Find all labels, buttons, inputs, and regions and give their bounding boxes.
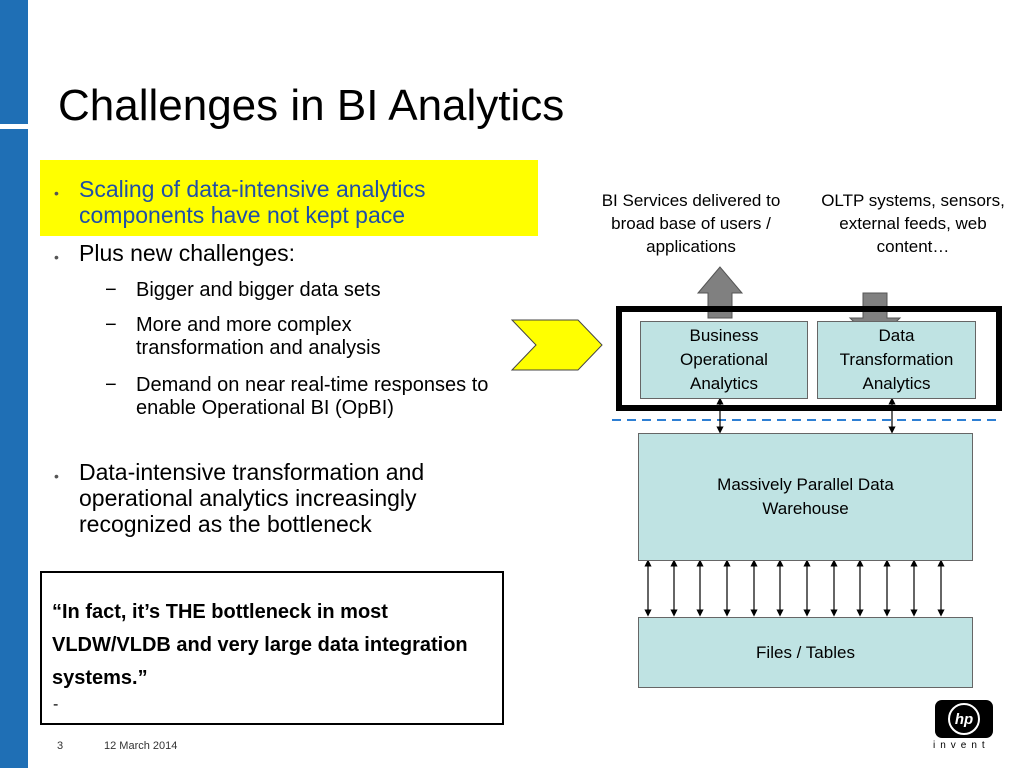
- box-massively-parallel-data-warehouse: Massively Parallel Data Warehouse: [638, 433, 973, 561]
- sub-bullet-realtime: − Demand on near real-time responses to …: [0, 374, 545, 446]
- sub-bullet-realtime-text: Demand on near real-time responses to en…: [136, 374, 489, 419]
- box-files-label: Files / Tables: [756, 642, 855, 662]
- bullet-bottleneck-text: Data-intensive transformation and operat…: [79, 459, 425, 537]
- yellow-chevron-arrow: [510, 319, 603, 371]
- box-business-operational-analytics: Business Operational Analytics: [640, 321, 808, 399]
- sub-bullet-datasets: − Bigger and bigger data sets: [0, 279, 540, 303]
- footer-date: 12 March 2014: [104, 740, 178, 752]
- bullet-highlight: [40, 160, 538, 236]
- label-oltp-systems: OLTP systems, sensors, external feeds, w…: [821, 191, 1005, 256]
- bullet-dot: •: [54, 185, 59, 201]
- sub-bullet-complex: − More and more complex transformation a…: [0, 314, 540, 362]
- bullet-dot: •: [54, 468, 59, 484]
- box-warehouse-label: Massively Parallel Data Warehouse: [717, 475, 894, 518]
- hp-logo: hp: [935, 700, 993, 738]
- footer-page-number: 3: [57, 740, 64, 752]
- quote-text: “In fact, it’s THE bottleneck in most VL…: [52, 601, 468, 689]
- sub-bullet-complex-text: More and more complex transformation and…: [136, 314, 381, 359]
- hp-logo-mark: hp: [948, 703, 980, 735]
- bullet-dot: •: [54, 249, 59, 265]
- box-files-tables: Files / Tables: [638, 617, 973, 688]
- analytics-frame: [616, 306, 1002, 411]
- slide-title: Challenges in BI Analytics: [58, 81, 565, 130]
- bullet-new-challenges-text: Plus new challenges:: [79, 240, 296, 266]
- bullet-bottleneck: • Data-intensive transformation and oper…: [0, 459, 540, 543]
- side-accent-notch: [0, 124, 28, 129]
- sub-bullet-dash: −: [105, 314, 117, 336]
- sub-bullet-datasets-text: Bigger and bigger data sets: [136, 279, 381, 301]
- bullet-scaling: • Scaling of data-intensive analytics co…: [0, 176, 540, 232]
- label-bi-services: BI Services delivered to broad base of u…: [601, 191, 781, 256]
- parallel-arrows: [644, 559, 945, 617]
- box-transform-label: Data Transformation Analytics: [839, 326, 954, 393]
- bullet-scaling-text: Scaling of data-intensive analytics comp…: [79, 176, 426, 228]
- box-data-transformation-analytics: Data Transformation Analytics: [817, 321, 976, 399]
- quote-attribution: -: [53, 696, 59, 713]
- quote-box: [40, 571, 504, 725]
- bullet-new-challenges: • Plus new challenges:: [0, 240, 540, 268]
- sub-bullet-dash: −: [105, 279, 117, 301]
- hp-logo-tagline: invent: [933, 740, 990, 751]
- sub-bullet-dash: −: [105, 374, 117, 396]
- box-business-label: Business Operational Analytics: [680, 326, 768, 393]
- up-arrow-bi-services: [696, 266, 744, 319]
